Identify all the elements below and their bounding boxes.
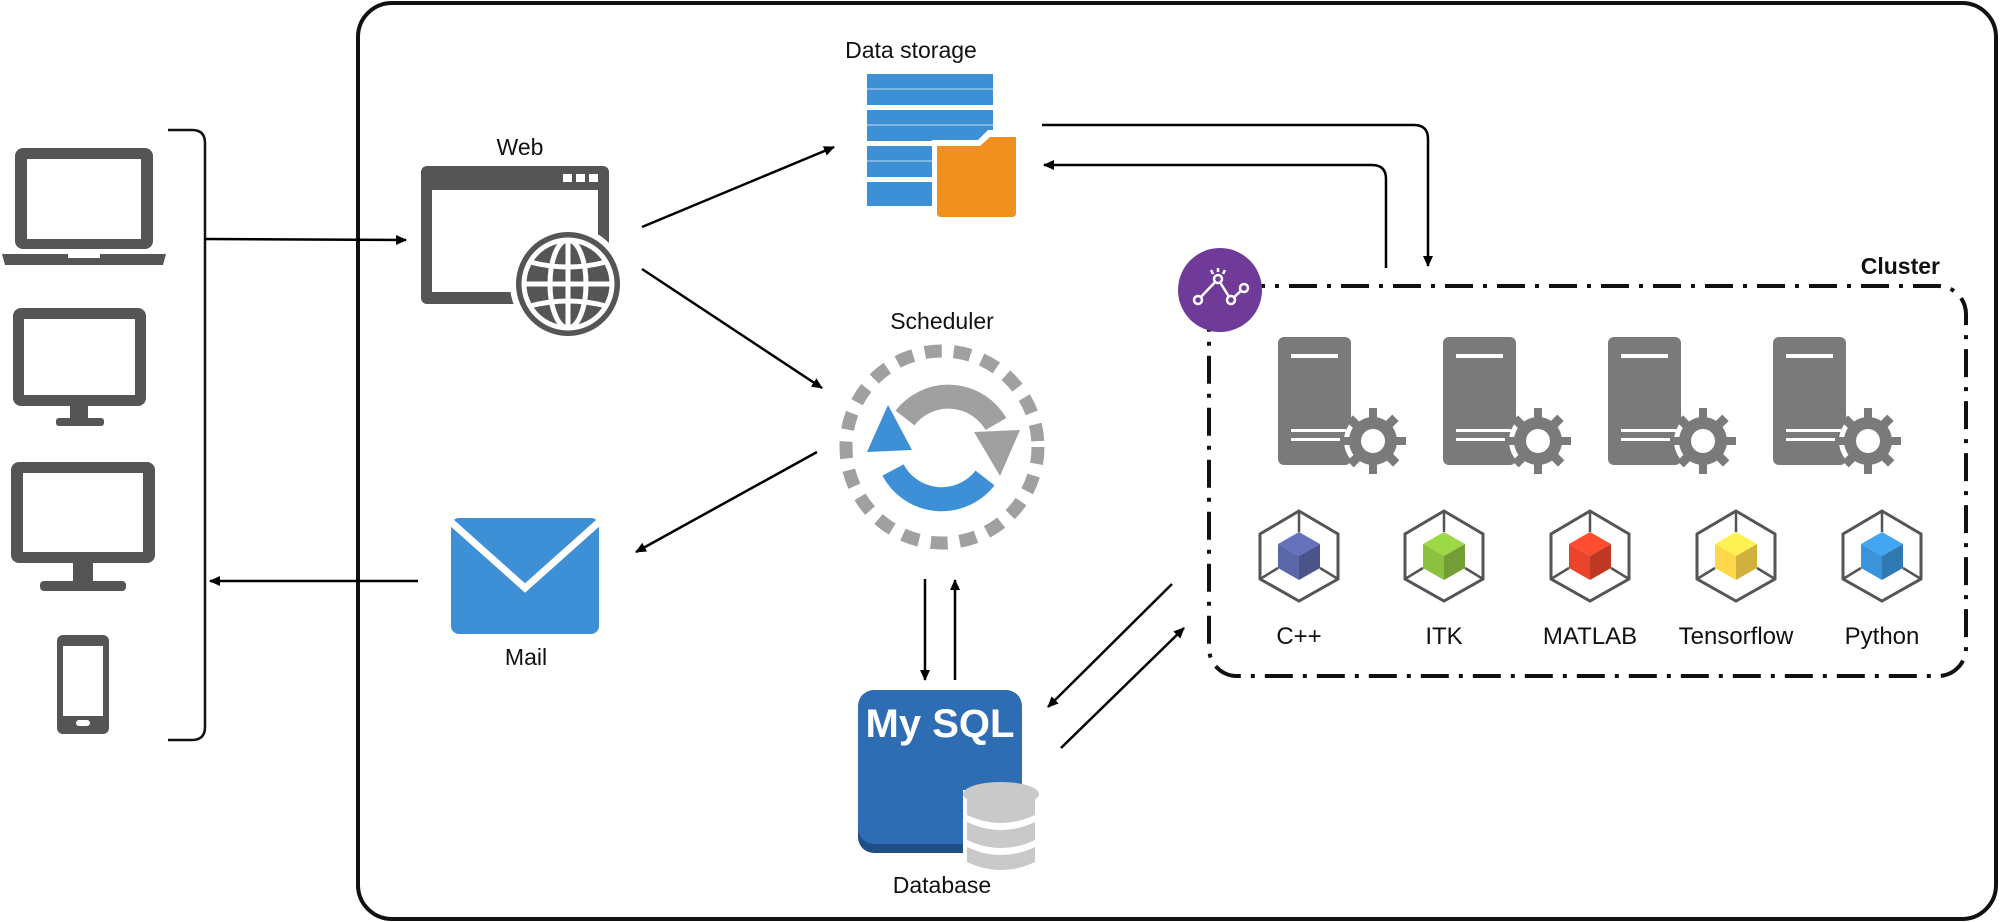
tool-cube-tensorflow — [1695, 509, 1777, 603]
cluster-servers — [1278, 337, 1901, 474]
tool-label-cpp: C++ — [1276, 623, 1321, 650]
server-icon-4 — [1773, 337, 1901, 474]
cluster-badge-icon — [1178, 248, 1262, 332]
tool-cube-itk — [1403, 509, 1485, 603]
tool-label-tensorflow: Tensorflow — [1679, 623, 1794, 650]
connections — [204, 123, 1433, 749]
tool-label-matlab: MATLAB — [1543, 623, 1637, 650]
smartphone-icon — [57, 635, 109, 734]
mail-icon — [448, 518, 602, 634]
globe-icon — [521, 237, 615, 331]
data-storage-icon — [867, 74, 1020, 218]
web-label: Web — [497, 134, 544, 160]
folder-icon — [932, 130, 1020, 218]
server-icon-2 — [1443, 337, 1571, 474]
cluster-boundary — [1207, 284, 1968, 678]
mail-label: Mail — [505, 644, 547, 670]
database-cylinder-icon — [963, 782, 1039, 876]
server-icon-1 — [1278, 337, 1406, 474]
arrow-database-to-cluster — [1060, 627, 1185, 749]
arrow-cluster-to-database — [1047, 583, 1173, 708]
scheduler-icon — [839, 344, 1045, 550]
cluster-tools — [1258, 509, 1923, 603]
system-boundary — [356, 1, 1998, 921]
laptop-icon — [2, 148, 166, 265]
data-storage-label: Data storage — [845, 37, 977, 63]
tool-cube-matlab — [1549, 509, 1631, 603]
web-browser-icon — [421, 166, 626, 342]
arrow-devices-to-web — [204, 234, 407, 245]
arrow-web-to-storage — [641, 145, 835, 229]
tool-label-python: Python — [1845, 623, 1920, 650]
tool-label-itk: ITK — [1425, 623, 1462, 650]
mysql-database-icon: My SQL — [858, 690, 1039, 876]
monitor-small-icon — [13, 308, 146, 426]
tool-cube-cpp — [1258, 509, 1340, 603]
arrow-scheduler-to-mail — [635, 450, 818, 554]
arrow-web-to-scheduler — [641, 267, 823, 390]
arrow-cluster-to-storage — [1043, 160, 1388, 268]
devices-bracket — [168, 128, 207, 742]
mysql-logo-text: My SQL — [866, 702, 1015, 746]
arrow-storage-to-cluster — [1042, 123, 1433, 267]
server-icon-3 — [1608, 337, 1736, 474]
scheduler-label: Scheduler — [890, 308, 994, 334]
monitor-large-icon — [11, 462, 155, 591]
tool-cube-python — [1841, 509, 1923, 603]
cluster-label: Cluster — [1861, 253, 1940, 279]
database-label: Database — [893, 872, 991, 898]
